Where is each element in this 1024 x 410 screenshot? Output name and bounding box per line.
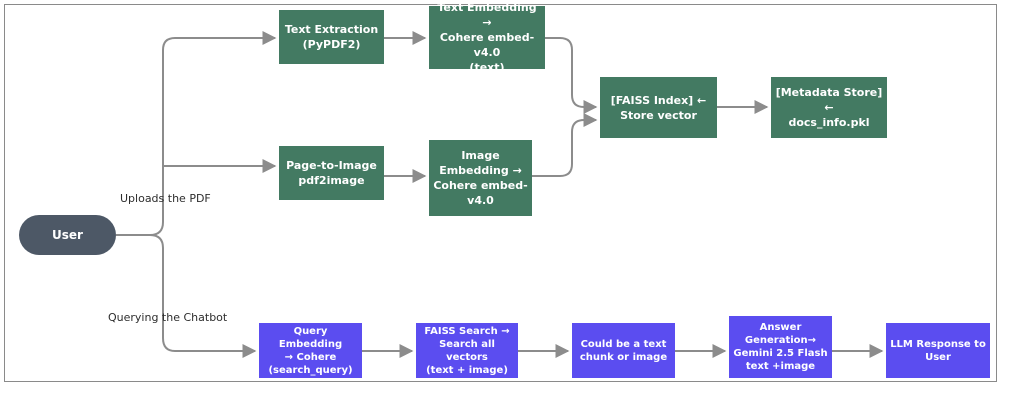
node-text-extraction: Text Extraction (PyPDF2) (279, 10, 384, 64)
node-faiss-index: [FAISS Index] ← Store vector (600, 77, 717, 138)
node-faiss-search: FAISS Search → Search all vectors (text … (416, 323, 518, 378)
edge-text-embed-to-faiss (545, 37, 598, 114)
edge-user-trunk (116, 31, 277, 236)
edge-label-uploads: Uploads the PDF (120, 192, 211, 205)
node-query-embedding: Query Embedding → Cohere (search_query) (259, 323, 362, 378)
edge-label-querying: Querying the Chatbot (108, 311, 228, 324)
node-llm-response: LLM Response to User (886, 323, 990, 378)
user-node: User (19, 215, 116, 255)
node-text-embedding: Text Embedding → Cohere embed-v4.0 (text… (429, 1, 545, 74)
node-chunk-or-image: Could be a text chunk or image (572, 323, 675, 378)
node-metadata-store: [Metadata Store] ← docs_info.pkl (771, 77, 887, 138)
edge-image-embed-to-faiss (532, 113, 598, 177)
node-page-to-image: Page-to-Image pdf2image (279, 146, 384, 200)
node-image-embedding: Image Embedding → Cohere embed- v4.0 (429, 140, 532, 216)
edge-to-query-embedding (149, 234, 257, 358)
node-answer-generation: Answer Generation→ Gemini 2.5 Flash text… (729, 316, 832, 378)
